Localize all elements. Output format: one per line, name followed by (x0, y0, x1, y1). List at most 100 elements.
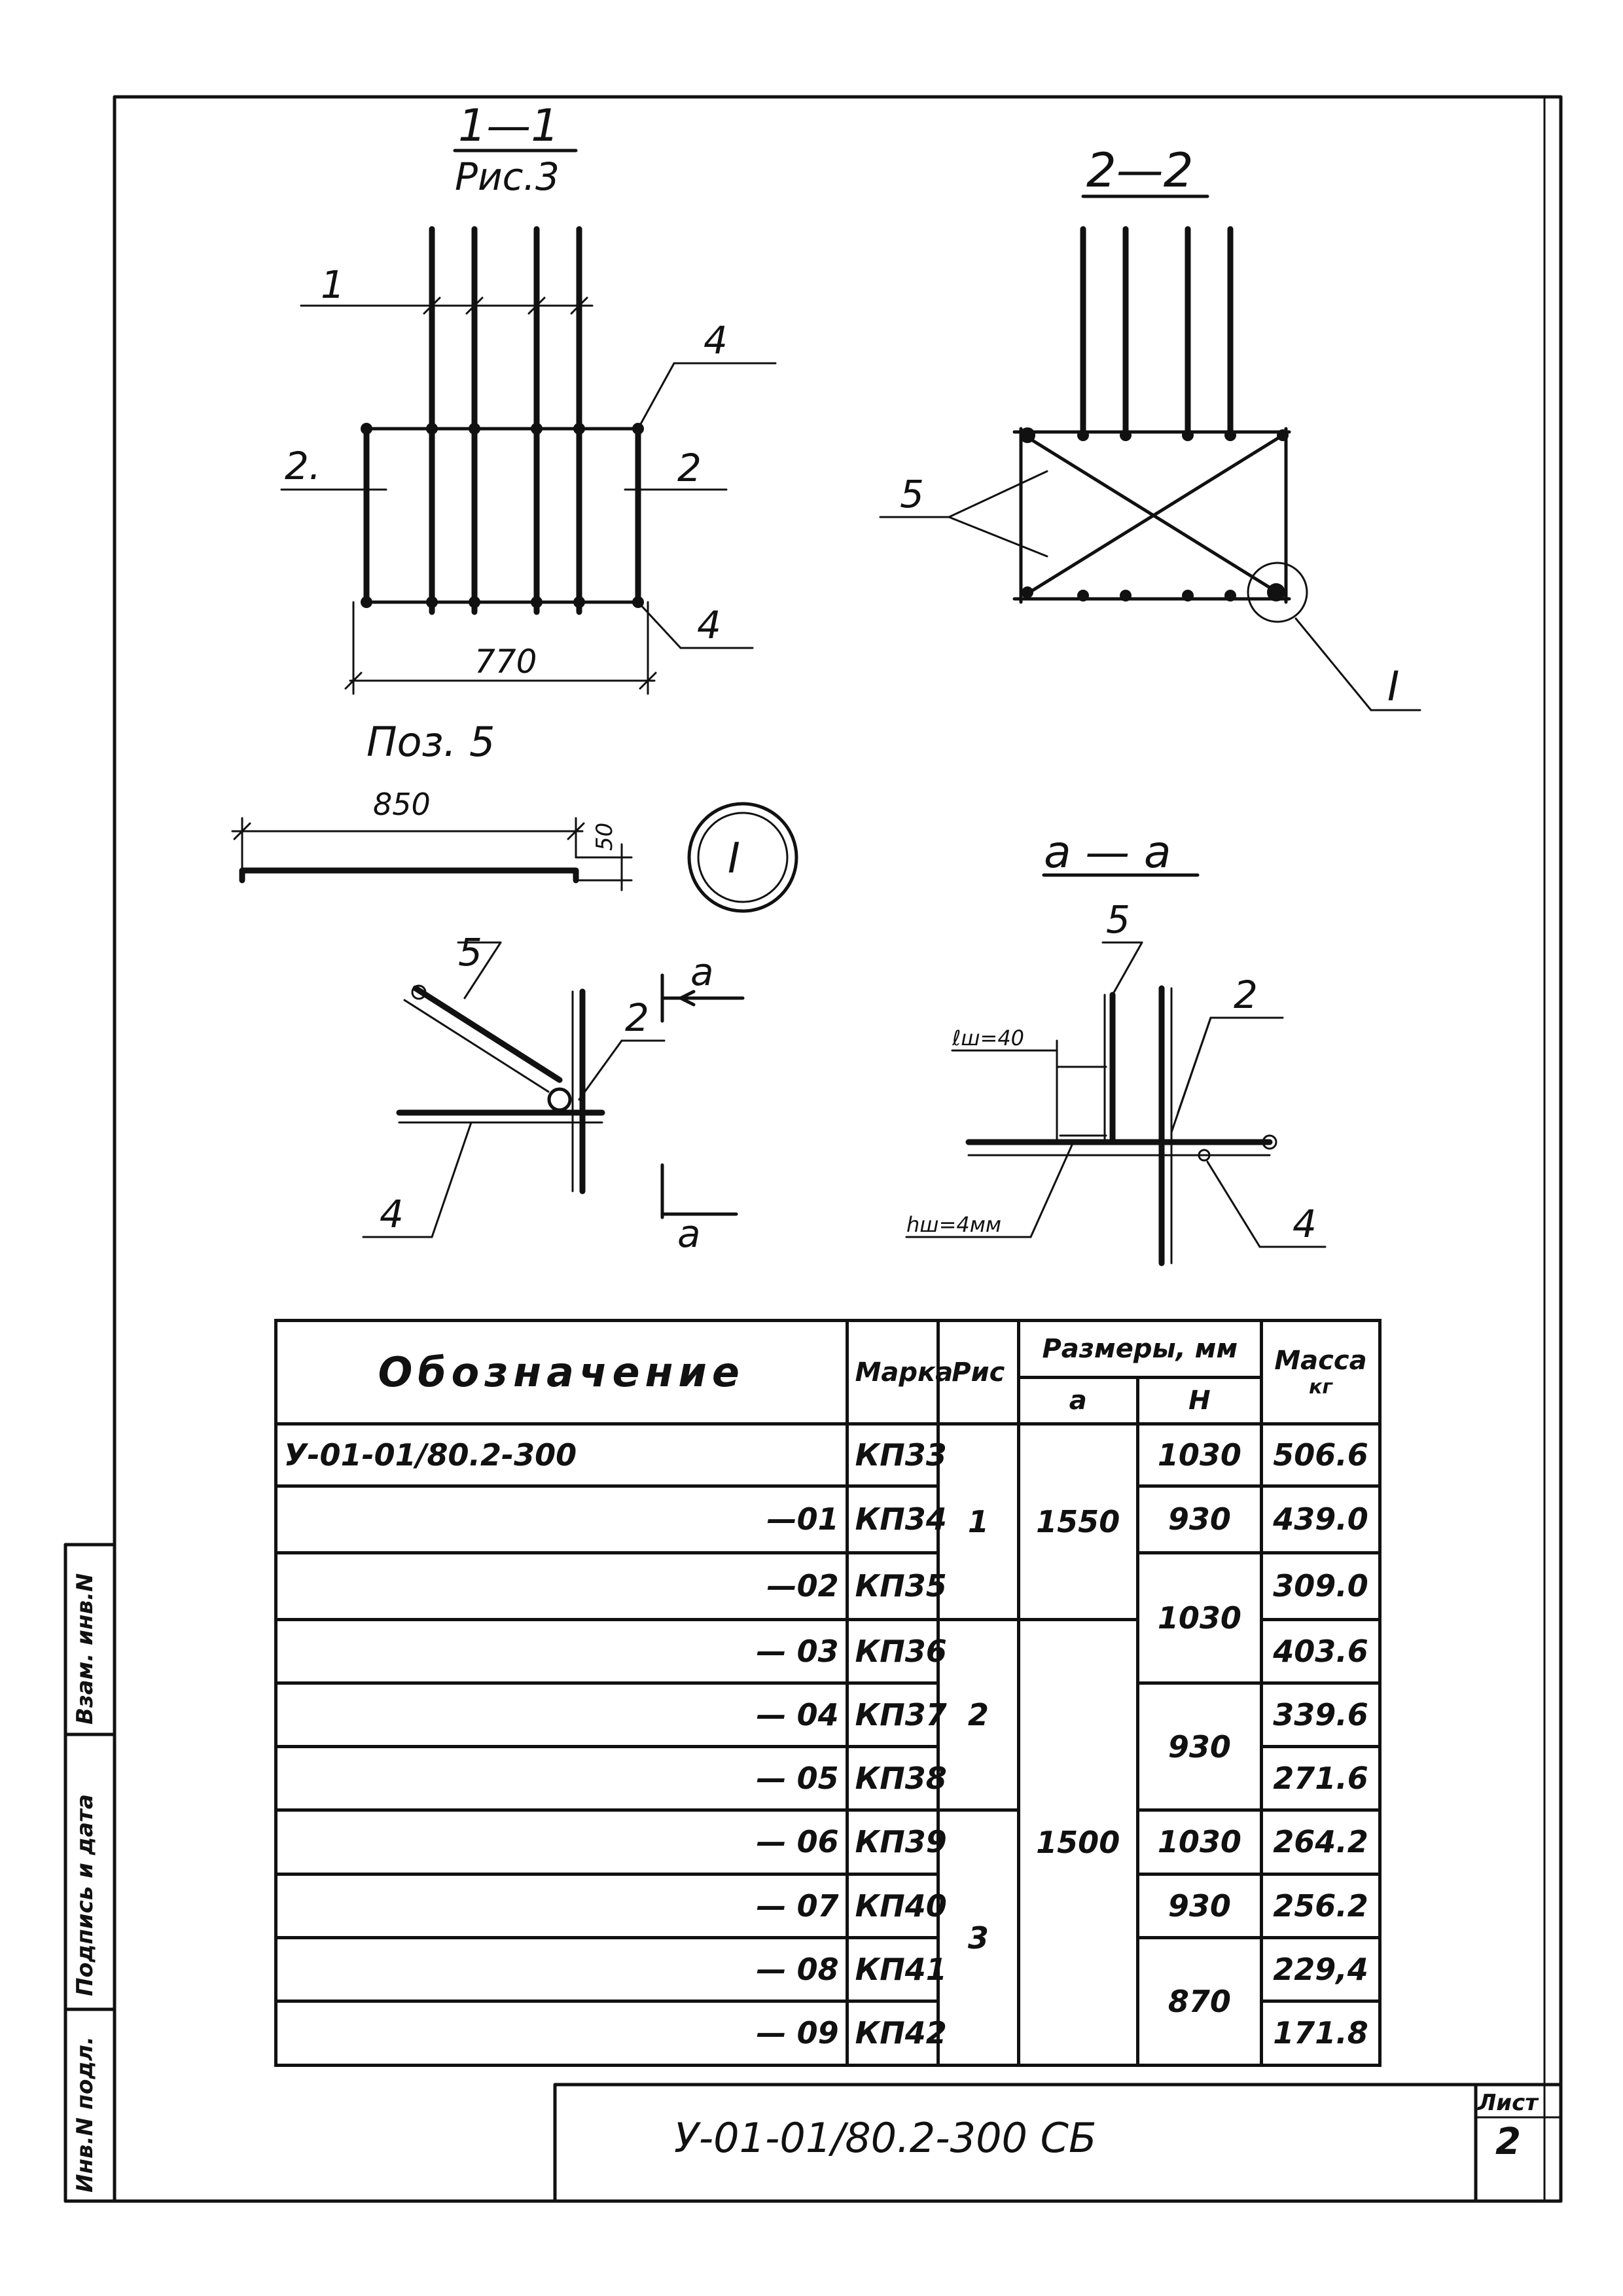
designation-cell: —02 (274, 1551, 849, 1622)
stamp-signature-date: Подпись и дата (72, 1794, 98, 1996)
position-5-title: Поз. 5 (366, 718, 495, 766)
designation-cell: — 06 (274, 1808, 849, 1876)
table-row: —02 КП35 1030 309.0 (274, 1551, 1382, 1685)
header-dim-a: a (1016, 1375, 1139, 1426)
section-1-1-drawing (280, 149, 777, 695)
table-row: — 09 КП42 171.8 (274, 1999, 1382, 2068)
section-a-a-title: a — a (1044, 827, 1171, 878)
header-figure: Рис (936, 1318, 1020, 1426)
section-2-2-title: 2—2 (1086, 143, 1194, 198)
designation-cell: — 03 (274, 1617, 849, 1685)
label-2-right: 2 (677, 446, 702, 490)
dimension-850: 850 (373, 787, 431, 822)
weld-length-label: ℓш=40 (952, 1026, 1024, 1050)
section-a-a-label-2: 2 (1234, 973, 1258, 1017)
node-I-drawing (362, 941, 745, 1238)
specification-table: Обозначение Марка Рис Размеры, мм Масса … (274, 1318, 1382, 2068)
callout-I-label: I (728, 834, 740, 883)
designation-cell: У-01-01/80.2-300 (274, 1422, 849, 1488)
mass-cell: 309.0 (1259, 1551, 1382, 1622)
label-5-section: 5 (900, 472, 924, 516)
mass-cell: 229,4 (1259, 1935, 1382, 2003)
dim-a-cell: 1500 (1016, 1618, 1139, 2067)
mark-cell: КП34 (845, 1484, 947, 1554)
header-designation: Обозначение (274, 1318, 849, 1426)
table-row: — 05 КП38 271.6 (274, 1745, 1382, 1812)
table-row: — 06 КП39 3 1030 264.2 (274, 1808, 1382, 2067)
node-label-5: 5 (458, 930, 482, 975)
position-5-drawing (231, 817, 633, 891)
header-mass: Масса (1274, 1346, 1367, 1376)
table-row: —01 КП34 930 439.0 (274, 1484, 1382, 1554)
designation-cell: — 05 (274, 1745, 849, 1812)
header-mass-unit: кг (1308, 1376, 1333, 1399)
label-I-leader: I (1387, 662, 1399, 710)
header-dimensions: Размеры, мм (1016, 1319, 1263, 1379)
mark-cell: КП35 (845, 1551, 947, 1622)
node-label-a-top: a (690, 950, 714, 994)
sheet-label: Лист (1478, 2090, 1538, 2116)
section-1-1-subtitle: Рис.3 (455, 154, 560, 199)
dim-h-cell: 930 (1135, 1681, 1263, 1812)
mass-cell: 339.6 (1259, 1681, 1382, 1749)
designation-cell: — 08 (274, 1935, 849, 2003)
dim-h-cell: 1030 (1135, 1808, 1263, 1876)
designation-cell: — 09 (274, 1999, 849, 2068)
dimension-50: 50 (592, 823, 618, 851)
header-dim-h: H (1135, 1375, 1263, 1426)
dim-h-cell: 1030 (1135, 1551, 1263, 1685)
dim-h-cell: 930 (1135, 1484, 1263, 1554)
section-a-a-label-5: 5 (1106, 897, 1130, 942)
designation-cell: — 04 (274, 1681, 849, 1749)
table-row: У-01-01/80.2-300 КП33 1 1550 1030 506.6 (274, 1422, 1382, 1621)
mass-cell: 256.2 (1259, 1872, 1382, 1939)
title-block-frame (553, 2083, 1563, 2203)
mass-cell: 403.6 (1259, 1617, 1382, 1685)
mark-cell: КП37 (845, 1681, 947, 1749)
stamp-inventory-number: Инв.N подл. (72, 2036, 98, 2193)
callout-I-drawing (687, 802, 798, 913)
label-1: 1 (321, 262, 345, 307)
dim-h-cell: 870 (1135, 1935, 1263, 2068)
section-a-a-drawing (905, 873, 1327, 1266)
dim-h-cell: 930 (1135, 1872, 1263, 1939)
weld-height-label: hш=4мм (906, 1212, 1001, 1237)
mark-cell: КП39 (845, 1808, 947, 1876)
node-label-a-bottom: a (677, 1211, 701, 1256)
dim-h-cell: 1030 (1135, 1422, 1263, 1488)
mass-cell: 506.6 (1259, 1422, 1382, 1488)
mark-cell: КП41 (845, 1935, 947, 2003)
label-2-left: 2. (285, 444, 321, 488)
table-row: — 04 КП37 930 339.6 (274, 1681, 1382, 1812)
document-code: У-01-01/80.2-300 СБ (674, 2114, 1097, 2162)
label-4-top: 4 (704, 318, 728, 363)
table-row: — 03 КП36 2 1500 403.6 (274, 1617, 1382, 2067)
mass-cell: 264.2 (1259, 1808, 1382, 1876)
node-label-2: 2 (625, 996, 649, 1040)
node-label-4: 4 (380, 1192, 404, 1236)
sheet-number: 2 (1495, 2121, 1521, 2163)
figure-cell: 2 (936, 1617, 1020, 1812)
section-a-a-label-4: 4 (1293, 1202, 1317, 1246)
mark-cell: КП40 (845, 1872, 947, 1939)
mark-cell: КП38 (845, 1745, 947, 1812)
section-2-2-drawing (879, 194, 1421, 711)
mass-cell: 439.0 (1259, 1484, 1382, 1554)
dim-a-cell: 1550 (1016, 1422, 1139, 1621)
label-4-bottom: 4 (697, 603, 721, 647)
dimension-770: 770 (474, 643, 537, 681)
stamp-replaced-inventory: Взам. инв.N (72, 1573, 98, 1725)
mass-cell: 171.8 (1259, 1999, 1382, 2068)
mark-cell: КП36 (845, 1617, 947, 1685)
table-row: — 07 КП40 930 256.2 (274, 1872, 1382, 1939)
mass-cell: 271.6 (1259, 1745, 1382, 1812)
designation-cell: — 07 (274, 1872, 849, 1939)
designation-cell: —01 (274, 1484, 849, 1554)
figure-cell: 1 (936, 1422, 1020, 1621)
table-row: — 08 КП41 870 229,4 (274, 1935, 1382, 2068)
header-mark: Марка (845, 1318, 953, 1426)
figure-cell: 3 (936, 1808, 1020, 2067)
mark-cell: КП33 (845, 1422, 947, 1488)
